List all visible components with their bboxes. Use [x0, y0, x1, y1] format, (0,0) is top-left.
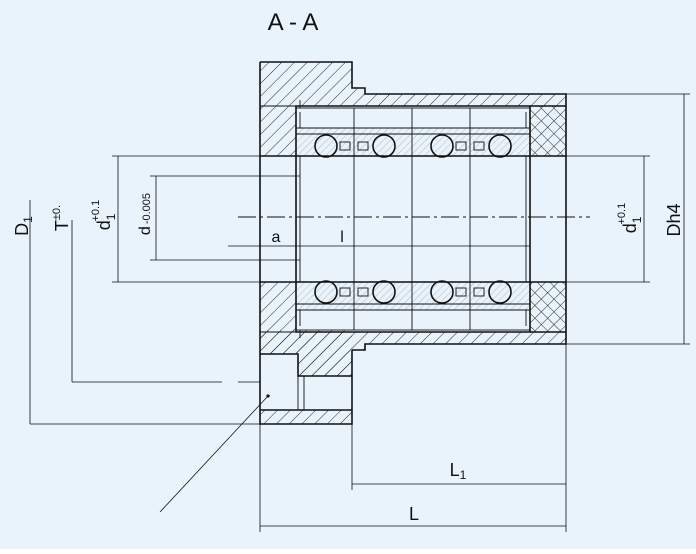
label-a: a [272, 229, 281, 246]
label-d1-left: d1+0.1 [90, 200, 118, 230]
label-D1: D1 [12, 216, 35, 236]
label-L1: L1 [450, 460, 467, 482]
bearing-set [295, 107, 531, 331]
label-Dh4: Dh4 [664, 203, 684, 236]
housing [259, 61, 567, 425]
section-title: A - A [268, 9, 319, 36]
label-l: l [340, 229, 344, 246]
label-d: d-0.005 [137, 193, 154, 235]
bearing-row-lower [295, 280, 531, 331]
label-L: L [409, 504, 419, 524]
label-T: T±0. [51, 205, 72, 231]
label-d1-right: d1+0.1 [616, 203, 644, 233]
dimensions [29, 93, 690, 532]
